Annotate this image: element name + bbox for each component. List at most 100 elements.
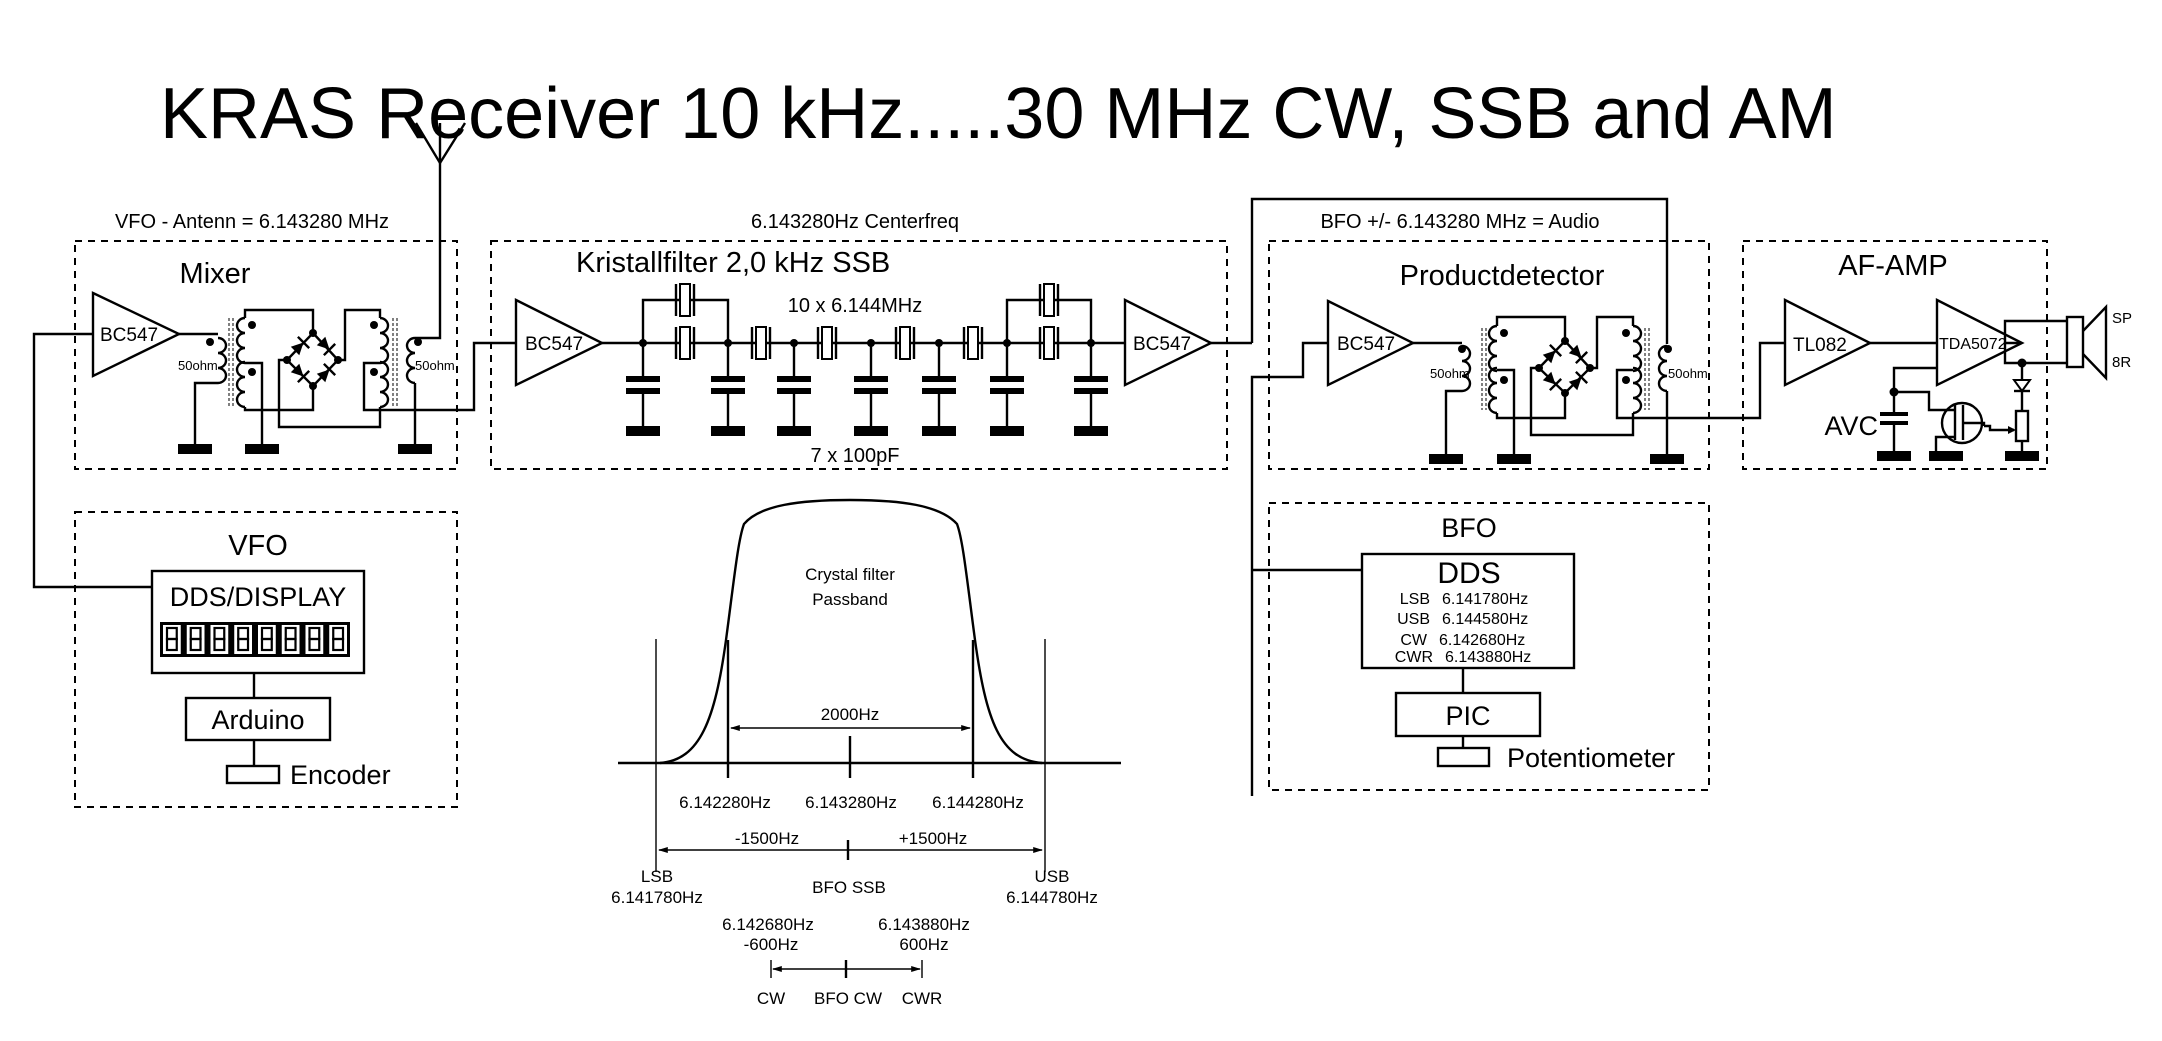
ground-icon bbox=[1497, 454, 1531, 464]
bfo-mode-freq: 6.142680Hz bbox=[1439, 632, 1525, 649]
mixer-coil-primary-icon bbox=[216, 336, 228, 385]
af-amp-section: AF-AMP TL082 TDA5072 SP 8R AVC bbox=[1742, 240, 2132, 470]
detector-diode-ring-icon bbox=[1535, 337, 1594, 397]
speaker-label-top: SP bbox=[2112, 310, 2132, 327]
detector-label: Productdetector bbox=[1400, 260, 1605, 292]
detector-output-wire bbox=[1615, 341, 1785, 420]
filter-heading: 6.143280Hz Centerfreq bbox=[751, 211, 959, 233]
cw-offset: -600Hz bbox=[744, 935, 799, 954]
avc-label: AVC bbox=[1824, 411, 1878, 441]
edge-low-label: 6.142280Hz bbox=[679, 793, 771, 812]
preamp-triangle bbox=[1783, 298, 1873, 387]
encoder-icon bbox=[225, 764, 281, 785]
detector-amp-label: BC547 bbox=[1337, 334, 1395, 355]
center-label: 6.143280Hz bbox=[805, 793, 897, 812]
bfo-dds-box bbox=[1360, 552, 1576, 670]
offset-plus-label: +1500Hz bbox=[899, 829, 968, 848]
potentiometer-knob-icon bbox=[1436, 746, 1491, 768]
power-amp-label: TDA5072 bbox=[1939, 336, 2007, 353]
bfo-mode-freq: 6.143880Hz bbox=[1445, 649, 1531, 666]
detector-heading: BFO +/- 6.143280 MHz = Audio bbox=[1320, 211, 1599, 233]
filter-to-detector-wire bbox=[1250, 197, 1669, 344]
bfo-mode-freq: 6.141780Hz bbox=[1442, 591, 1528, 608]
potentiometer-label: Potentiometer bbox=[1507, 743, 1675, 773]
filter-output-amp-label: BC547 bbox=[1133, 334, 1191, 355]
mixer-section: VFO - Antenn = 6.143280 MHz Mixer BC547 … bbox=[32, 122, 516, 589]
crystal-filter-section: 6.143280Hz Centerfreq Kristallfilter 2,0… bbox=[490, 211, 1228, 470]
mixer-box bbox=[74, 240, 458, 470]
cwr-freq: 6.143880Hz bbox=[878, 915, 970, 934]
vfo-label: VFO bbox=[228, 530, 288, 562]
speaker-icon bbox=[2065, 304, 2108, 381]
cw-label: CW bbox=[757, 989, 785, 1008]
passband-curve bbox=[659, 498, 1043, 765]
ground-icon bbox=[2005, 451, 2039, 461]
cwr-offset: 600Hz bbox=[899, 935, 948, 954]
antenna-wire bbox=[415, 123, 442, 340]
avc-transistor-icon bbox=[1894, 390, 1986, 453]
arduino-label: Arduino bbox=[211, 705, 304, 735]
usb-freq: 6.144780Hz bbox=[1006, 888, 1098, 907]
pic-box bbox=[1394, 691, 1542, 738]
crystal-count-label: 10 x 6.144MHz bbox=[788, 295, 923, 317]
mixer-label: Mixer bbox=[180, 258, 251, 290]
passband-title-line2: Passband bbox=[812, 590, 888, 609]
bfo-mode-freq: 6.144580Hz bbox=[1442, 611, 1528, 628]
lsb-freq: 6.141780Hz bbox=[611, 888, 703, 907]
capacitor-icon bbox=[922, 376, 956, 394]
antenna-icon bbox=[414, 122, 467, 166]
ground-icon bbox=[1074, 426, 1108, 436]
speaker-label-bottom: 8R bbox=[2112, 354, 2131, 371]
ground-icon bbox=[178, 444, 212, 454]
capacitor-icon bbox=[1074, 376, 1108, 394]
vfo-section: VFO DDS/DISPLAY Arduino Encoder bbox=[74, 511, 458, 808]
vfo-feed-wire bbox=[32, 332, 152, 589]
ground-icon bbox=[922, 426, 956, 436]
bfo-label: BFO bbox=[1441, 513, 1497, 543]
capacitor-icon bbox=[777, 376, 811, 394]
ground-icon bbox=[990, 426, 1024, 436]
mixer-coil-right-label: 50ohm bbox=[415, 358, 455, 373]
lsb-label: LSB bbox=[641, 867, 673, 886]
seven-segment-display-icon bbox=[160, 622, 350, 657]
ground-icon bbox=[398, 444, 432, 454]
mixer-output-wire bbox=[362, 341, 516, 412]
filter-box bbox=[490, 240, 1228, 470]
filter-input-amp-triangle bbox=[514, 298, 605, 387]
cw-freq: 6.142680Hz bbox=[722, 915, 814, 934]
vfo-dds-label: DDS/DISPLAY bbox=[170, 582, 347, 612]
potentiometer-icon bbox=[2014, 409, 2030, 443]
ground-icon bbox=[245, 444, 279, 454]
power-amp-triangle bbox=[1935, 298, 2025, 387]
detector-coil-right-label: 50ohm bbox=[1668, 366, 1708, 381]
pic-label: PIC bbox=[1445, 701, 1490, 731]
bfo-mode-name: CW bbox=[1400, 632, 1428, 649]
bfo-cw-label: BFO CW bbox=[814, 989, 882, 1008]
ground-icon bbox=[1650, 454, 1684, 464]
bfo-feed-wire bbox=[1250, 341, 1328, 796]
capacitor-icon bbox=[711, 376, 745, 394]
bfo-ssb-label: BFO SSB bbox=[812, 878, 886, 897]
arduino-box bbox=[184, 696, 332, 742]
detector-diode-icon bbox=[2012, 379, 2032, 393]
capacitor-icon bbox=[990, 376, 1024, 394]
ground-icon bbox=[1429, 454, 1463, 464]
ground-icon bbox=[626, 426, 660, 436]
diagram-title: KRAS Receiver 10 kHz.....30 MHz CW, SSB … bbox=[160, 74, 1837, 154]
ground-icon bbox=[777, 426, 811, 436]
bfo-dds-label: DDS bbox=[1437, 557, 1500, 590]
usb-label: USB bbox=[1035, 867, 1070, 886]
ground-icon bbox=[711, 426, 745, 436]
bfo-section: BFO DDS LSB 6.141780Hz USB 6.144580Hz CW… bbox=[1268, 502, 1710, 791]
filter-input-amp-label: BC547 bbox=[525, 334, 583, 355]
afamp-box bbox=[1742, 240, 2048, 470]
capacitor-icon bbox=[626, 376, 660, 394]
encoder-label: Encoder bbox=[290, 760, 391, 790]
filter-label: Kristallfilter 2,0 kHz SSB bbox=[576, 247, 890, 279]
ground-icon bbox=[1877, 451, 1911, 461]
mixer-amp-label: BC547 bbox=[100, 325, 158, 346]
detector-box bbox=[1268, 240, 1710, 470]
mixer-heading: VFO - Antenn = 6.143280 MHz bbox=[115, 211, 389, 233]
capacitor-count-label: 7 x 100pF bbox=[811, 445, 900, 467]
